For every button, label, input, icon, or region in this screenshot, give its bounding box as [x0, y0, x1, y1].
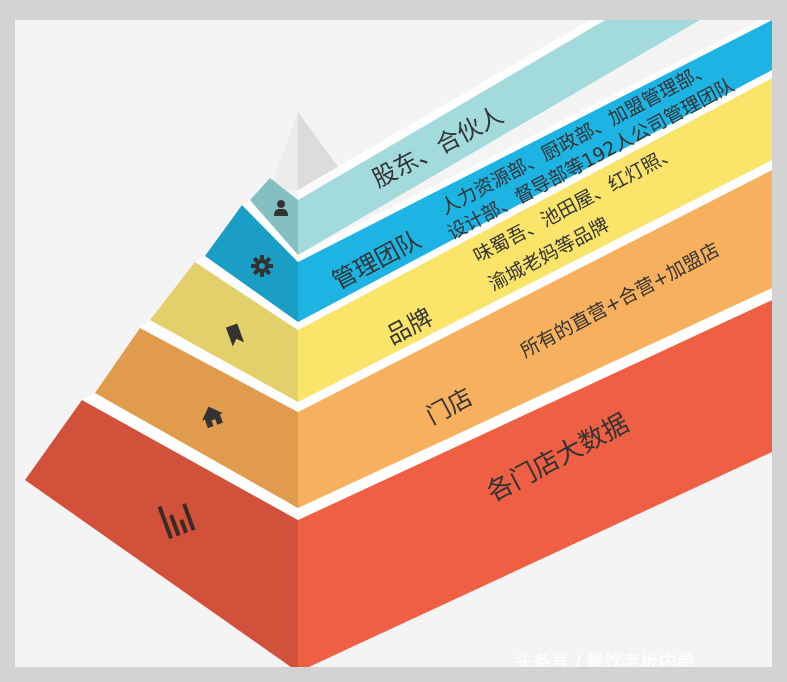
- pyramid-svg: 股东、合伙人 管理团队 人力资源部、厨政部、加盟管理部、 设计部、督导部等192…: [25, 20, 772, 667]
- bookmark-icon: [225, 323, 245, 347]
- tier-5: [25, 288, 772, 667]
- tier-2-face: [205, 205, 298, 322]
- pyramid-diagram: 股东、合伙人 管理团队 人力资源部、厨政部、加盟管理部、 设计部、督导部等192…: [15, 20, 772, 667]
- tier-4-band: [298, 170, 772, 508]
- tier-5-band: [298, 300, 772, 667]
- tier-4-face: [95, 328, 298, 508]
- tier-2-band: [298, 20, 772, 322]
- tier-3-band: [298, 78, 772, 402]
- tier-2: [205, 20, 772, 322]
- tier-3: [150, 70, 772, 402]
- person-icon: [274, 200, 288, 216]
- tier-3-face: [150, 262, 298, 402]
- home-icon: [202, 406, 223, 429]
- tier-1: [250, 20, 700, 255]
- gear-icon: [251, 255, 273, 277]
- data-bars-icon: [157, 503, 196, 540]
- tier-4: [95, 160, 772, 508]
- tier-5-face: [25, 400, 298, 667]
- tier-1-face: [250, 178, 298, 255]
- watermark: 头条号 / 餐饮老板内参: [515, 652, 695, 667]
- tier-1-band: [298, 20, 700, 255]
